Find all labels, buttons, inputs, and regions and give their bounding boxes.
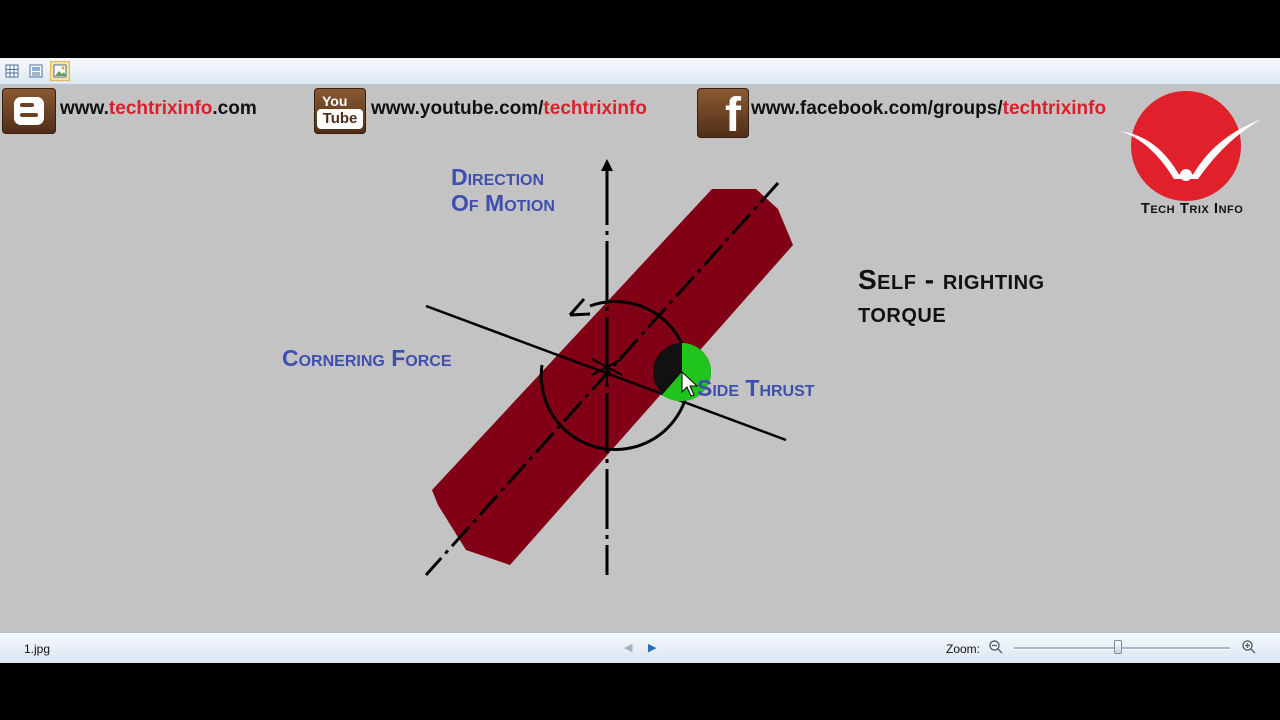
grid-view-button[interactable]	[2, 61, 22, 81]
zoom-label: Zoom:	[946, 642, 981, 656]
youtube-icon: You Tube	[314, 88, 366, 134]
direction-arrowhead	[601, 159, 613, 171]
youtube-url[interactable]: www.youtube.com/techtrixinfo	[371, 98, 647, 119]
tyre-centre-line	[424, 181, 780, 577]
next-image-button[interactable]: ▶	[648, 641, 656, 654]
side-thrust-label: Side Thrust	[697, 375, 815, 401]
torque-arrowhead	[568, 298, 591, 317]
cornering-force-label: Cornering Force	[282, 345, 452, 371]
blogger-icon	[2, 88, 56, 134]
thumbnails-icon	[29, 64, 43, 78]
single-image-button[interactable]	[50, 61, 70, 81]
facebook-icon-glyph: f	[725, 89, 741, 142]
tyre-body	[432, 189, 793, 565]
status-bar: 1.jpg ◀ ▶ Zoom:	[0, 632, 1280, 663]
arrow-right-icon: ▶	[648, 642, 657, 654]
zoom-in-button[interactable]	[1241, 639, 1257, 655]
zoom-in-icon	[1242, 640, 1256, 654]
mouse-pointer-icon	[681, 370, 699, 397]
facebook-icon: f	[697, 88, 749, 142]
blogger-url[interactable]: www.techtrixinfo.com	[60, 98, 257, 119]
viewer-toolbar	[0, 58, 1280, 85]
zoom-slider-thumb[interactable]	[1114, 640, 1122, 654]
tyre-diagram	[424, 159, 793, 577]
self-righting-torque-label: Self - righting torque	[858, 264, 1045, 328]
image-viewer-window: www.techtrixinfo.com You Tube www.youtub…	[0, 58, 1280, 663]
tech-trix-info-logo	[1120, 91, 1262, 201]
brand-name: Tech Trix Info	[1140, 200, 1244, 217]
thumbnails-button[interactable]	[26, 61, 46, 81]
grid-view-icon	[5, 64, 19, 78]
centre-point	[591, 351, 623, 383]
facebook-url[interactable]: www.facebook.com/groups/techtrixinfo	[751, 98, 1107, 119]
filename: 1.jpg	[24, 642, 51, 656]
zoom-out-button[interactable]	[988, 639, 1004, 655]
torque-arc	[539, 300, 691, 452]
youtube-icon-text-bottom: Tube	[317, 109, 363, 129]
youtube-icon-text-top: You	[322, 93, 348, 109]
previous-image-button[interactable]: ◀	[624, 641, 632, 654]
zoom-slider[interactable]	[1014, 647, 1230, 650]
single-image-icon	[53, 64, 67, 78]
zoom-out-icon	[989, 640, 1003, 654]
displayed-image: www.techtrixinfo.com You Tube www.youtub…	[0, 85, 1280, 632]
arrow-left-icon: ◀	[624, 642, 633, 654]
direction-of-motion-label: Direction Of Motion	[451, 164, 555, 216]
